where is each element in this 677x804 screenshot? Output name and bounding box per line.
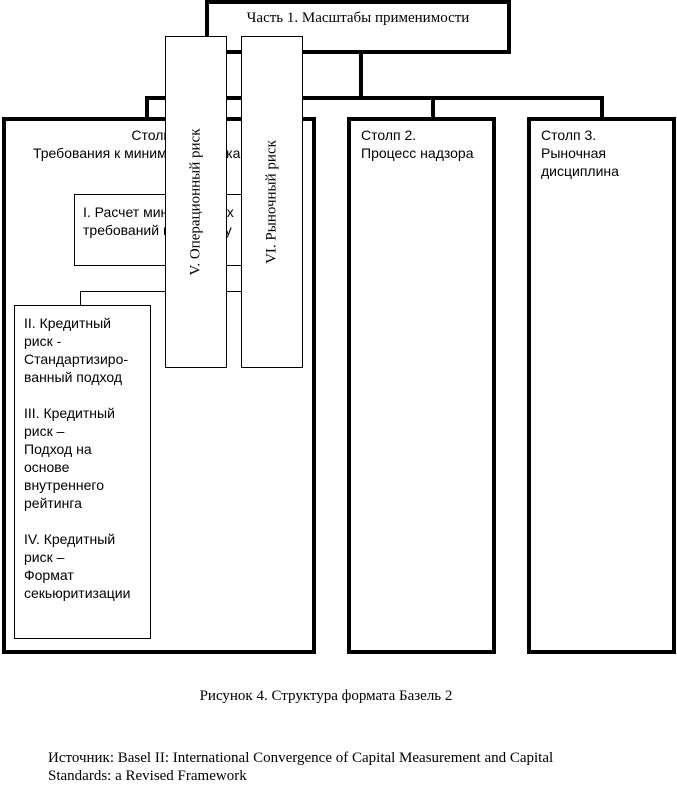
credit-item-3-line-6: рейтинга (24, 495, 82, 511)
pillar-3-line-3: дисциплина (541, 163, 619, 179)
pillar-3-line-2: Рыночная (541, 145, 607, 161)
credit-item-3-line-5: внутреннего (24, 477, 104, 493)
source-note: Источник: Basel II: International Conver… (48, 749, 553, 785)
connector-horizontal (145, 96, 604, 100)
credit-item-4: IV. Кредитный риск – Формат секьюритизац… (24, 530, 130, 602)
credit-item-3-line-1: III. Кредитный (24, 405, 115, 421)
credit-item-4-line-4: секьюритизации (24, 585, 131, 601)
pillar-3-box: Столп 3. Рыночная дисциплина (527, 117, 676, 654)
connector-drop-2 (431, 96, 435, 120)
pillar-3-heading: Столп 3. Рыночная дисциплина (541, 126, 619, 180)
credit-item-3-line-2: риск – (24, 423, 65, 439)
market-risk-box: VI. Рыночный риск (241, 36, 303, 368)
credit-item-2-line-3: Стандартизиро- (24, 351, 129, 367)
operational-risk-box: V. Операционный риск (165, 36, 227, 368)
source-line-2: Standards: a Revised Framework (48, 768, 247, 784)
credit-item-2-line-1: II. Кредитный (24, 315, 111, 331)
scope-title: Часть 1. Масштабы применимости (246, 10, 470, 26)
credit-item-4-line-1: IV. Кредитный (24, 531, 116, 547)
pillar-3-line-1: Столп 3. (541, 127, 597, 143)
credit-item-3: III. Кредитный риск – Подход на основе в… (24, 404, 130, 512)
connector-drop-3 (600, 96, 604, 120)
operational-risk-label: V. Операционный риск (187, 128, 204, 276)
credit-item-2-line-2: риск - (24, 333, 62, 349)
credit-item-3-line-4: основе (24, 459, 70, 475)
credit-item-4-line-3: Формат (24, 567, 74, 583)
market-risk-label: VI. Рыночный риск (263, 140, 280, 264)
pillar-2-line-2: Процесс надзора (361, 145, 474, 161)
credit-item-2-line-4: ванный подход (24, 369, 123, 385)
credit-item-2: II. Кредитный риск - Стандартизиро- ванн… (24, 314, 130, 386)
connector-drop-1 (145, 96, 149, 120)
connector-top-vertical (359, 52, 363, 98)
pillar-2-box: Столп 2. Процесс надзора (347, 117, 496, 654)
credit-item-3-line-3: Подход на (24, 441, 92, 457)
figure-caption: Рисунок 4. Структура формата Базель 2 (199, 688, 453, 704)
source-line-1: Источник: Basel II: International Conver… (48, 750, 554, 766)
calc-connector-left (80, 291, 81, 306)
credit-risk-box: II. Кредитный риск - Стандартизиро- ванн… (14, 305, 151, 639)
pillar-2-heading: Столп 2. Процесс надзора (361, 126, 473, 162)
pillar-2-line-1: Столп 2. (361, 127, 417, 143)
credit-item-4-line-2: риск – (24, 549, 65, 565)
credit-risk-text: II. Кредитный риск - Стандартизиро- ванн… (24, 314, 130, 602)
